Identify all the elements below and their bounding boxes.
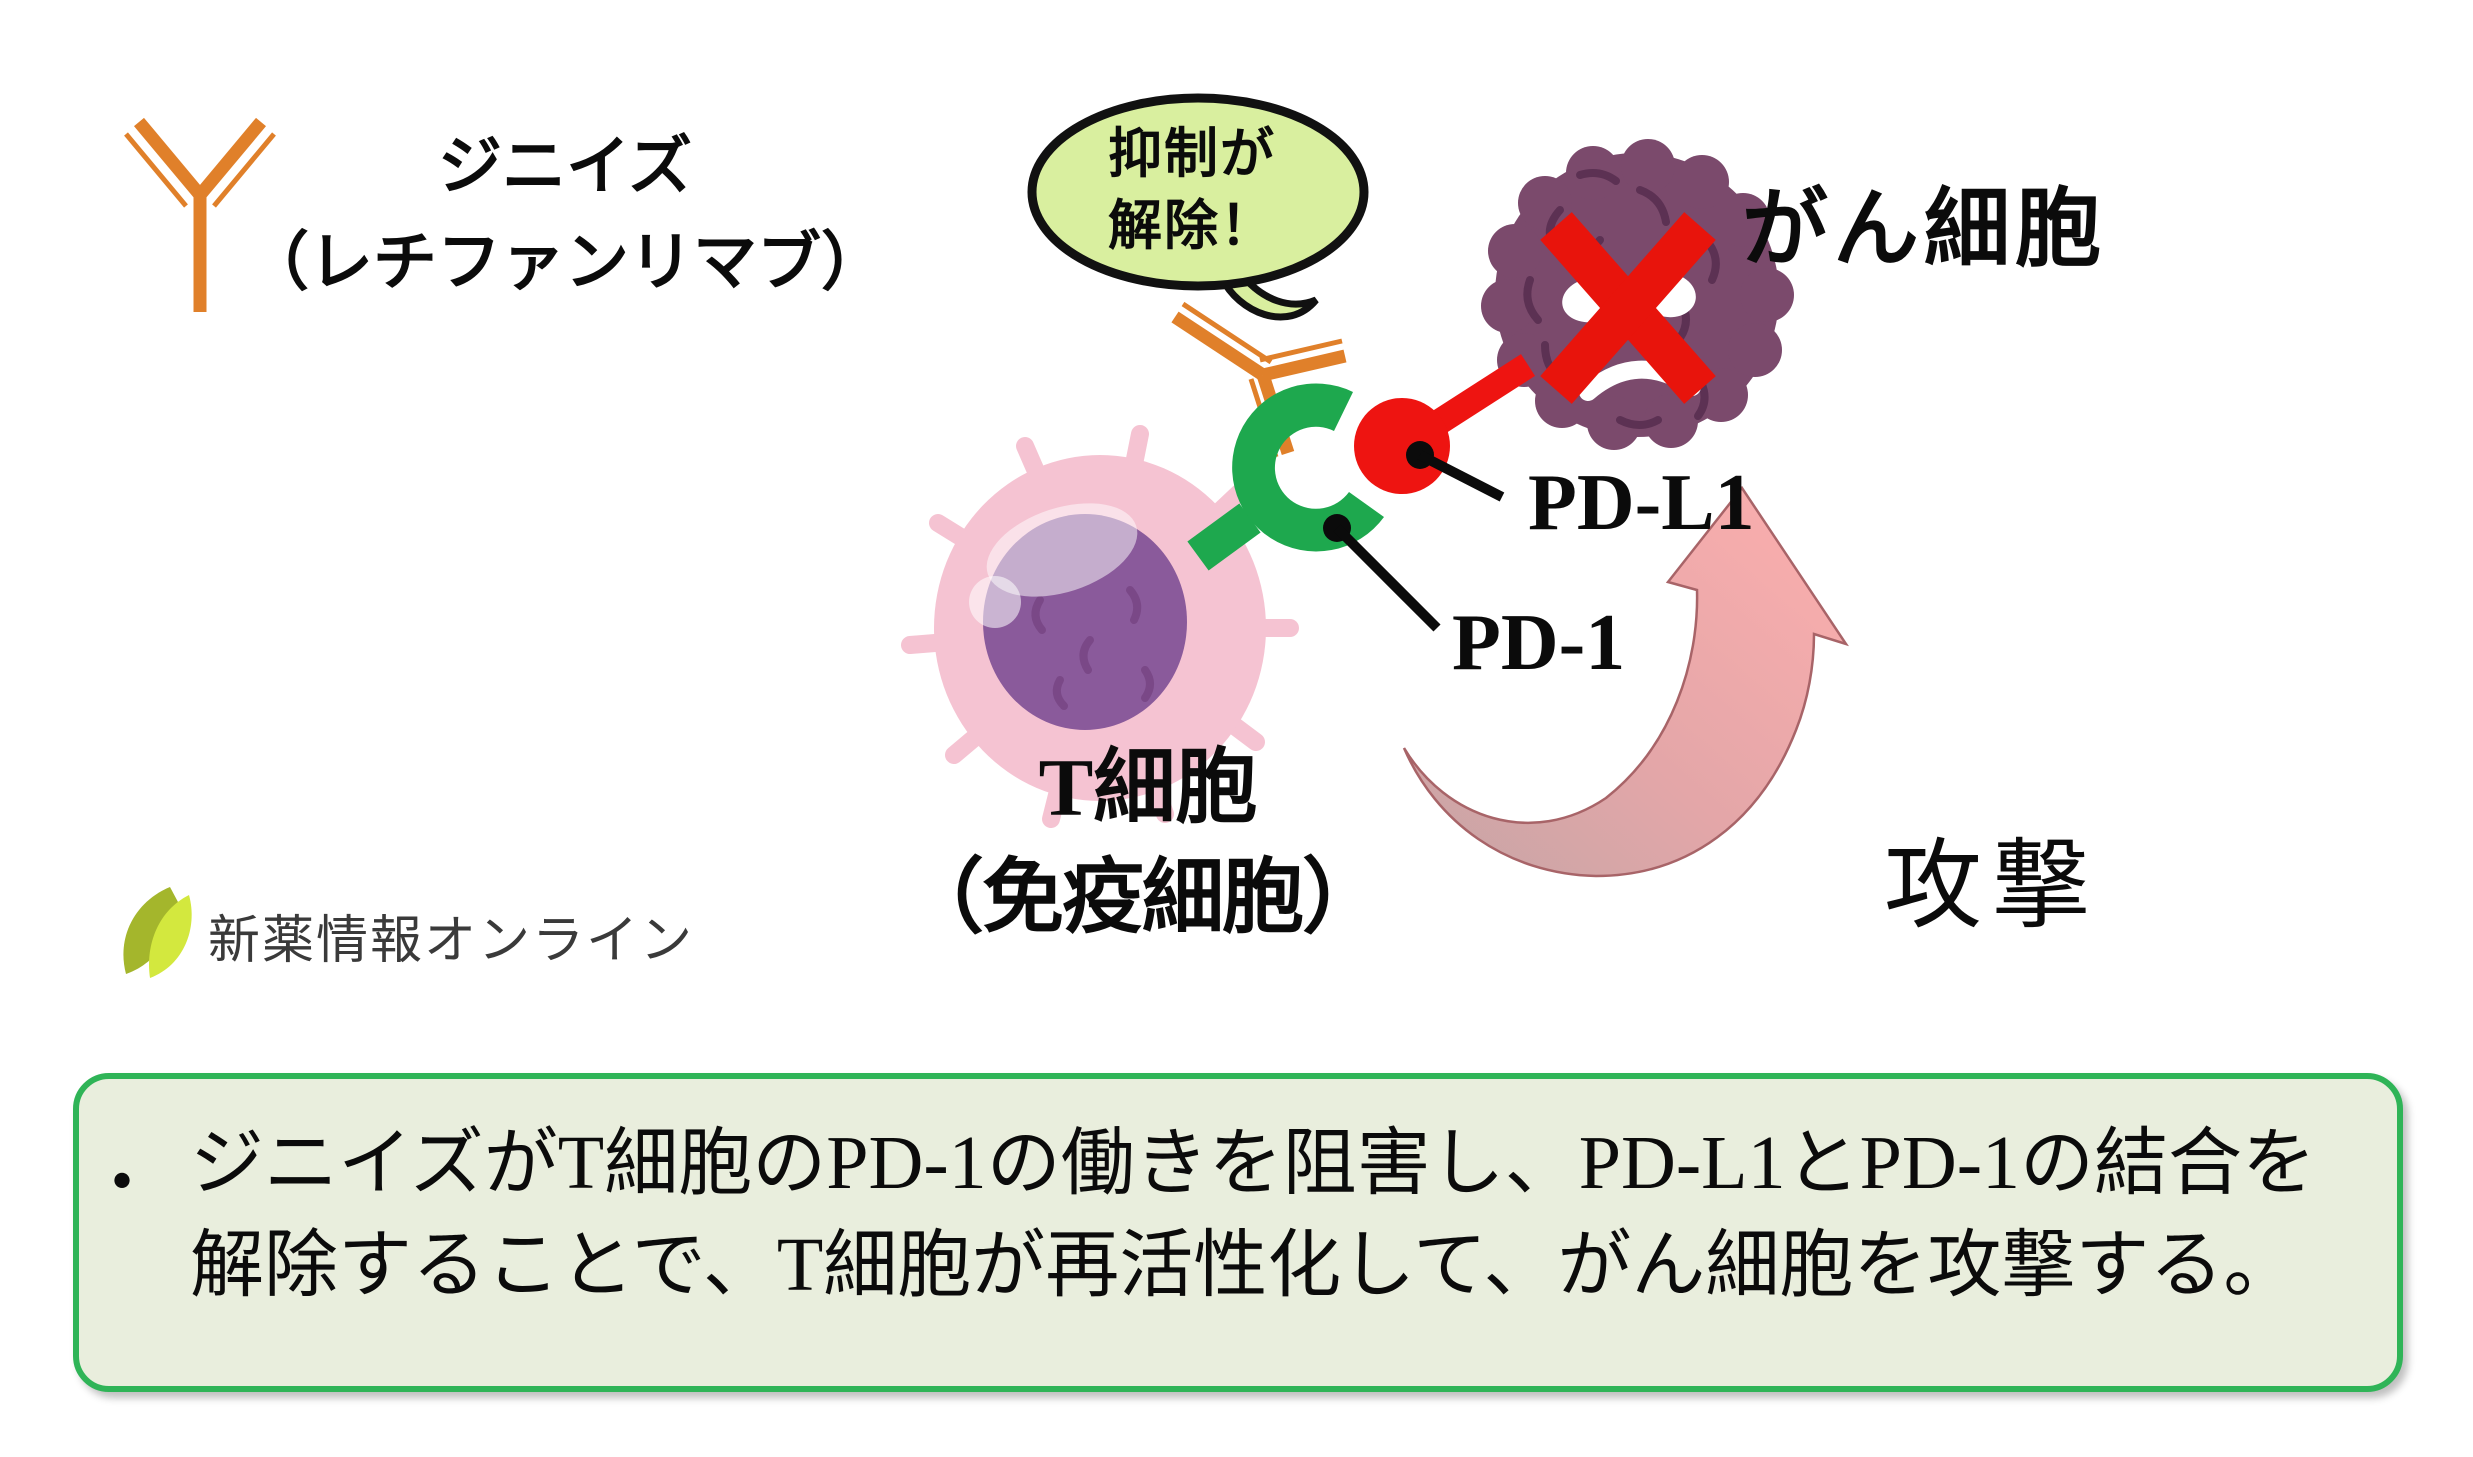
speech-bubble bbox=[1027, 93, 1369, 321]
summary-line-2: 解除することで、T細胞が再活性化して、がん細胞を攻撃する。 bbox=[190, 1223, 2298, 1307]
drug-name-label: ジニイズ （レチファンリマブ） bbox=[245, 118, 885, 310]
site-logo-text: 新薬情報オンライン bbox=[208, 912, 695, 970]
antibody-drug-icon bbox=[124, 117, 276, 312]
callout-lines bbox=[1323, 441, 1505, 632]
t-cell-spikes bbox=[901, 425, 1299, 828]
logo-leaf-icon bbox=[123, 887, 192, 978]
pdl1-ligand-ball bbox=[1354, 398, 1450, 494]
summary-box bbox=[73, 1073, 2403, 1392]
drug-brand-name: ジニイズ bbox=[437, 130, 693, 202]
t-cell-illustration bbox=[901, 425, 1299, 828]
t-cell-highlight bbox=[986, 503, 1138, 597]
cross-out-x-icon bbox=[1540, 212, 1716, 404]
pd1-receptor-stem bbox=[1187, 503, 1261, 571]
attack-arrow bbox=[1402, 485, 1850, 878]
drug-generic-name: （レチファンリマブ） bbox=[245, 226, 885, 298]
callout-line-pdl1 bbox=[1406, 441, 1505, 502]
pd1-label: PD-1 bbox=[1452, 599, 1626, 687]
t-cell-label: T細胞 bbox=[1038, 742, 1258, 833]
attack-label: 攻撃 bbox=[1884, 830, 2101, 940]
t-cell-highlight-small bbox=[969, 576, 1021, 628]
speech-bubble-text: 抑制が 解除！ bbox=[1108, 124, 1276, 256]
summary-bullet: ・ bbox=[86, 1144, 159, 1224]
t-cell-sublabel: （免疫細胞） bbox=[901, 852, 1384, 943]
summary-line-1: ジニイズがT細胞のPD-1の働きを阻害し、PD-L1とPD-1の結合を bbox=[190, 1121, 2317, 1205]
cancer-cell-label: がん細胞 bbox=[1742, 181, 2106, 277]
t-cell-nucleus-marks bbox=[1031, 586, 1154, 710]
pdl1-ligand bbox=[1354, 354, 1536, 494]
pd1-receptor-c-shape bbox=[1232, 383, 1384, 552]
speech-bubble-body bbox=[1027, 93, 1369, 291]
pdl1-label: PD-L1 bbox=[1528, 459, 1755, 547]
pd1-receptor bbox=[1187, 383, 1384, 571]
callout-line-pd1 bbox=[1323, 514, 1441, 632]
